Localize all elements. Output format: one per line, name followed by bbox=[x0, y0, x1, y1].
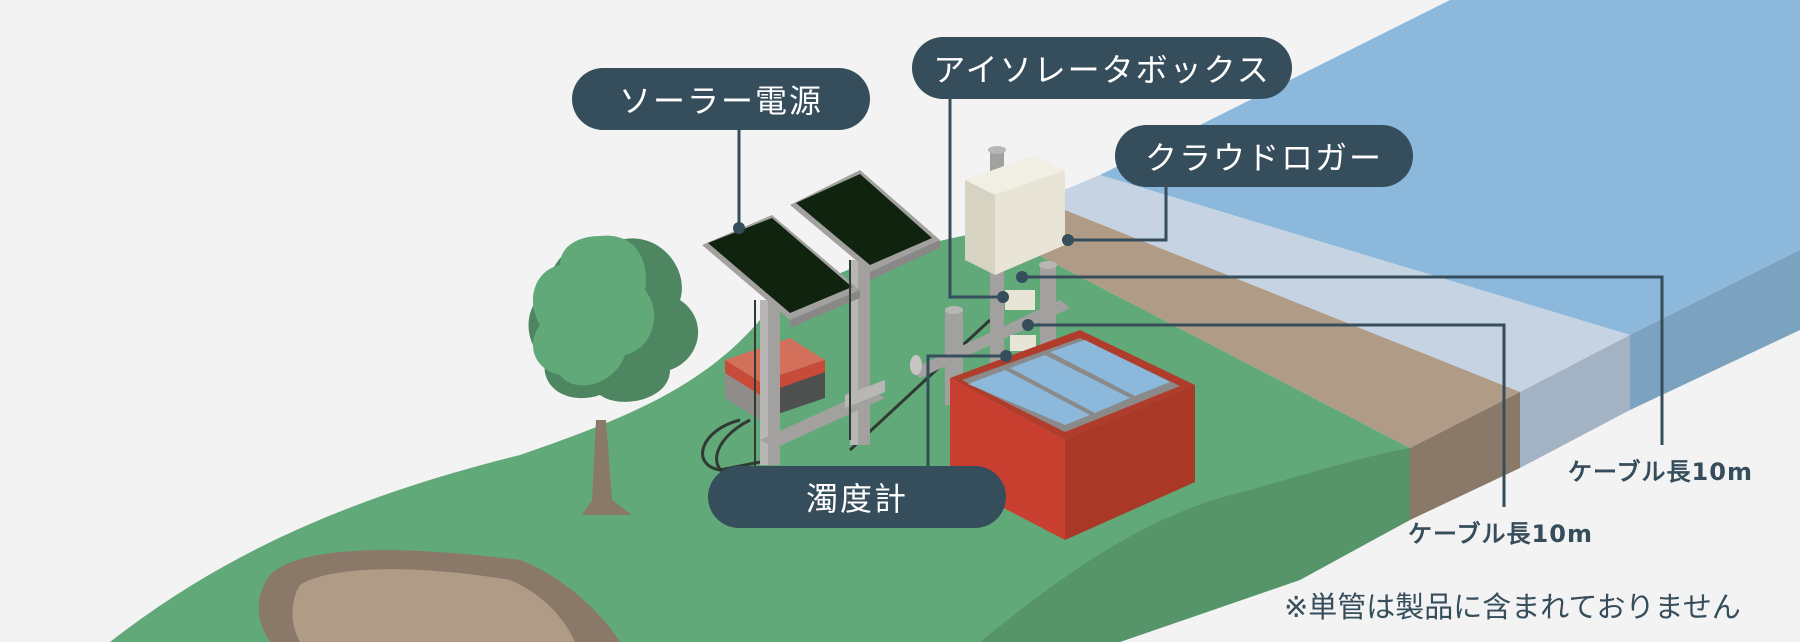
pond-icon bbox=[258, 550, 620, 642]
solar-power-assembly bbox=[702, 170, 940, 470]
leader-dots bbox=[733, 222, 1074, 362]
label-turbidity-meter: 濁度計 bbox=[708, 466, 1006, 528]
cable-length-label-b: ケーブル長10m bbox=[1408, 520, 1593, 548]
solar-panel-icon bbox=[790, 170, 940, 280]
label-isolator-box: アイソレータボックス bbox=[912, 37, 1292, 99]
label-cloud-logger: クラウドロガー bbox=[1115, 125, 1413, 187]
leader-lines bbox=[737, 98, 1664, 507]
solar-panel-icon bbox=[702, 215, 860, 328]
label-solar-power: ソーラー電源 bbox=[572, 68, 870, 130]
logger-box-icon bbox=[965, 155, 1065, 351]
cable-length-label-a: ケーブル長10m bbox=[1568, 458, 1753, 486]
tree-icon bbox=[528, 235, 699, 515]
footnote: ※単管は製品に含まれておりません bbox=[1284, 590, 1741, 624]
